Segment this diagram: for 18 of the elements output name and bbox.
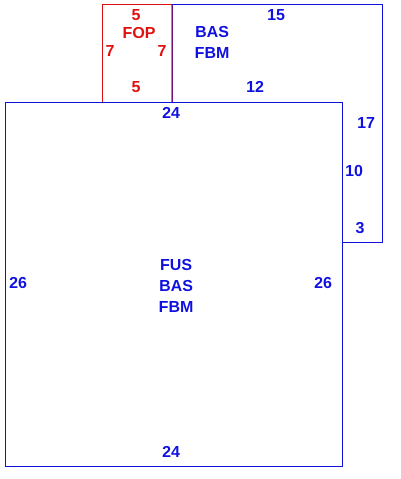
dimension-label: 24: [162, 105, 180, 123]
part-name: FUS BAS FBM: [158, 256, 194, 318]
dimension-label: 15: [267, 7, 285, 25]
dimension-label: 3: [356, 220, 364, 238]
dimension-label: 26: [9, 275, 27, 293]
part-name: FOP: [122, 24, 156, 44]
dimension-label: 10: [345, 163, 363, 181]
part-outline: [5, 102, 343, 467]
part-outline: [102, 4, 173, 103]
dimension-label: 17: [357, 115, 375, 133]
dimension-label: 12: [246, 79, 264, 97]
dimension-label: 24: [162, 444, 180, 462]
part-name: BAS FBM: [194, 23, 230, 64]
dimension-label: 7: [158, 43, 166, 61]
dimension-label: 7: [106, 43, 114, 61]
dimension-label: 5: [132, 7, 140, 25]
dimension-label: 5: [132, 79, 140, 97]
dimension-label: 26: [314, 275, 332, 293]
